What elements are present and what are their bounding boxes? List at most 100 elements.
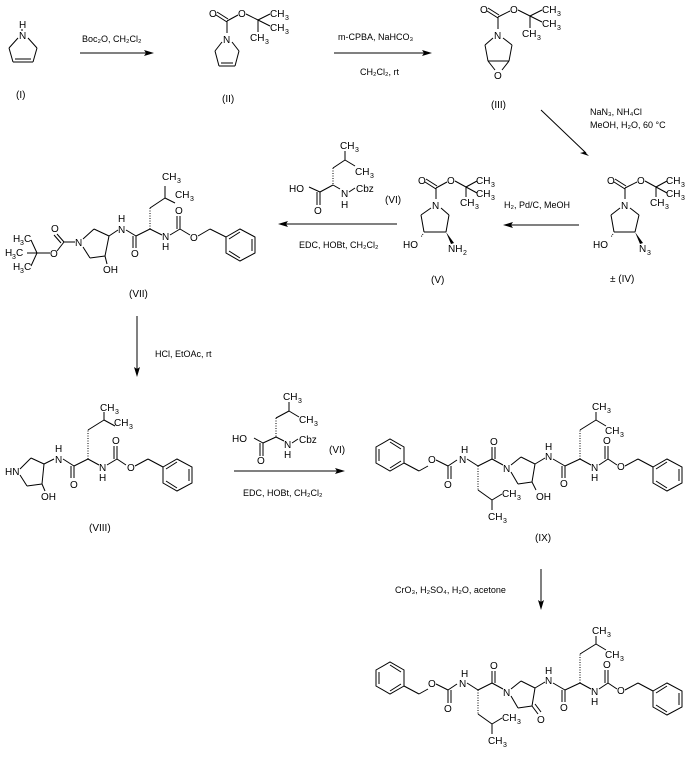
step2-reagents-bottom: CH₂Cl₂, rt xyxy=(360,67,399,77)
svg-text:H: H xyxy=(284,450,291,461)
step3-reagents-bottom: MeOH, H₂O, 60 °C xyxy=(590,120,666,130)
svg-text:N: N xyxy=(591,463,598,474)
step4-reagents: H₂, Pd/C, MeOH xyxy=(504,200,570,210)
step1-arrow: Boc₂O, CH₂Cl₂ xyxy=(80,34,154,56)
svg-text:CH: CH xyxy=(502,489,516,500)
svg-text:Cbz: Cbz xyxy=(356,184,374,195)
svg-text:CH: CH xyxy=(340,141,354,152)
svg-text:N: N xyxy=(503,688,510,699)
svg-text:C: C xyxy=(24,234,31,245)
svg-text:O: O xyxy=(257,456,265,467)
svg-text:O: O xyxy=(447,176,455,187)
svg-text:H: H xyxy=(341,200,348,211)
svg-text:CH: CH xyxy=(460,198,474,209)
step8-arrow: CrO₃, H₂SO₄, H₂O, acetone xyxy=(395,569,544,610)
methyl: CH xyxy=(270,9,284,20)
step2-arrow: m-CPBA, NaHCO₃ CH₂Cl₂, rt xyxy=(334,32,432,77)
svg-text:CH: CH xyxy=(299,415,313,426)
svg-text:3: 3 xyxy=(115,409,119,416)
svg-text:H: H xyxy=(99,473,106,484)
svg-text:N: N xyxy=(162,232,169,243)
svg-text:O: O xyxy=(537,715,545,726)
svg-text:3: 3 xyxy=(190,196,194,203)
svg-text:C: C xyxy=(24,262,31,273)
svg-text:CH: CH xyxy=(605,426,619,437)
svg-text:N: N xyxy=(459,679,466,690)
methyl: CH xyxy=(270,23,284,34)
atom-N: N xyxy=(223,35,230,46)
svg-text:CH: CH xyxy=(476,176,490,187)
svg-text:O: O xyxy=(70,480,78,491)
svg-text:O: O xyxy=(51,224,59,235)
svg-text:HO: HO xyxy=(593,240,608,251)
svg-text:O: O xyxy=(127,463,135,474)
svg-text:O: O xyxy=(112,436,120,447)
step4-arrow: H₂, Pd/C, MeOH xyxy=(503,200,579,228)
svg-text:NH: NH xyxy=(448,244,462,255)
step5-reagents: EDC, HOBt, CH₂Cl₂ xyxy=(299,240,379,250)
svg-text:O: O xyxy=(444,480,452,491)
compound-III: O O CH 3 CH 3 CH 3 N O (III) xyxy=(480,5,561,111)
svg-text:3: 3 xyxy=(557,11,561,18)
svg-text:O: O xyxy=(607,176,615,187)
svg-text:CH: CH xyxy=(476,189,490,200)
svg-text:N: N xyxy=(545,452,552,463)
compound-label-IX: (IX) xyxy=(535,533,551,544)
step8-reagents: CrO₃, H₂SO₄, H₂O, acetone xyxy=(395,585,506,595)
reagent-label-VI: (VI) xyxy=(329,445,345,456)
svg-text:3: 3 xyxy=(607,408,611,415)
svg-text:O: O xyxy=(50,249,58,260)
svg-text:CH: CH xyxy=(502,713,516,724)
svg-text:3: 3 xyxy=(370,173,374,180)
step6-reagents: HCl, EtOAc, rt xyxy=(155,349,212,359)
svg-text:3: 3 xyxy=(177,178,181,185)
svg-text:O: O xyxy=(175,206,183,217)
svg-text:H: H xyxy=(5,248,12,259)
svg-text:O: O xyxy=(617,462,625,473)
svg-text:3: 3 xyxy=(647,250,651,257)
compound-label-III: (III) xyxy=(491,100,506,111)
svg-text:O: O xyxy=(418,176,426,187)
step7-reagents: EDC, HOBt, CH₂Cl₂ xyxy=(243,488,323,498)
svg-text:3: 3 xyxy=(20,268,24,275)
atom-O: O xyxy=(238,9,246,20)
svg-text:O: O xyxy=(560,479,568,490)
svg-text:CH: CH xyxy=(592,402,606,413)
compound-V: O O CH 3 CH 3 CH 3 N HO NH 2 (V) xyxy=(403,176,495,286)
svg-text:CH: CH xyxy=(592,626,606,637)
svg-text:N: N xyxy=(55,455,62,466)
svg-text:CH: CH xyxy=(162,172,176,183)
step7-arrow: CH 3 CH 3 HO O N H Cbz (VI) EDC, HOBt, C… xyxy=(232,392,345,498)
svg-text:2: 2 xyxy=(463,250,467,257)
svg-text:3: 3 xyxy=(557,25,561,32)
svg-text:3: 3 xyxy=(517,719,521,726)
compound-II: O O CH 3 CH 3 CH 3 N (II) xyxy=(209,9,289,105)
svg-text:O: O xyxy=(428,679,436,690)
svg-text:N: N xyxy=(432,201,439,212)
svg-text:N: N xyxy=(99,463,106,474)
svg-text:H: H xyxy=(162,242,169,253)
svg-text:3: 3 xyxy=(355,147,359,154)
svg-text:H: H xyxy=(118,214,125,225)
svg-text:3: 3 xyxy=(681,195,685,202)
svg-text:CH: CH xyxy=(175,190,189,201)
svg-text:CH: CH xyxy=(355,167,369,178)
svg-text:CH: CH xyxy=(488,512,502,523)
svg-text:H: H xyxy=(13,234,20,245)
svg-text:O: O xyxy=(603,660,611,671)
svg-text:Cbz: Cbz xyxy=(299,435,317,446)
svg-text:OH: OH xyxy=(103,265,118,276)
svg-text:CH: CH xyxy=(542,19,556,30)
svg-text:CH: CH xyxy=(283,392,297,403)
atom-O: O xyxy=(510,5,518,16)
svg-text:3: 3 xyxy=(491,182,495,189)
compound-VIII: HN OH H N O CH 3 CH 3 N H O O xyxy=(5,403,193,534)
atom-O: O xyxy=(480,5,488,16)
svg-text:H: H xyxy=(591,473,598,484)
reagent-VI: CH 3 CH 3 HO O N H Cbz (VI) xyxy=(232,392,345,467)
svg-text:CH: CH xyxy=(114,418,128,429)
atom-N: N xyxy=(19,31,26,42)
svg-text:3: 3 xyxy=(298,398,302,405)
svg-text:O: O xyxy=(637,176,645,187)
